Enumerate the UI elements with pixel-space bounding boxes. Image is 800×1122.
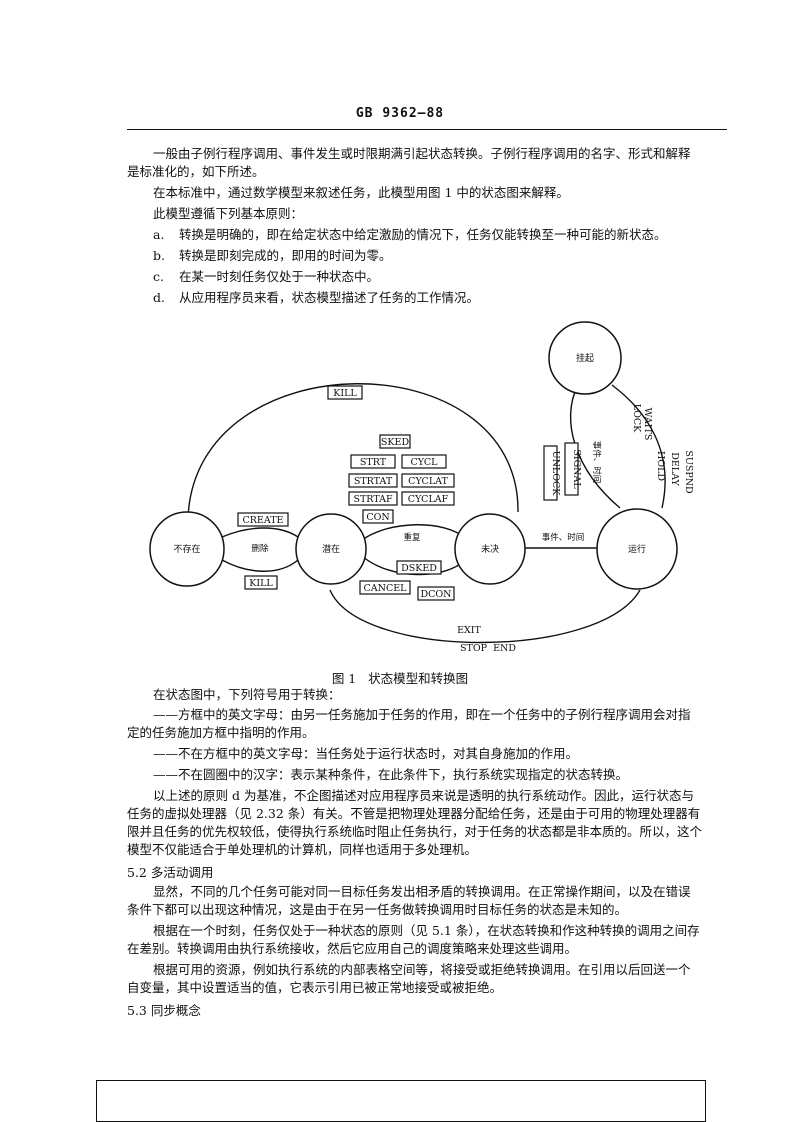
label-repeat: 重复: [403, 532, 421, 543]
label-con: CON: [366, 512, 389, 523]
legend-line: 定的任务施加方框中指明的作用。: [127, 725, 315, 740]
list-item: b. 转换是即刻完成的，即用的时间为零。: [127, 247, 756, 265]
legend-line: ——不在方框中的英文字母：当任务处于运行状态时，对其自身施加的作用。: [153, 746, 579, 761]
section-heading: 5.3 同步概念: [127, 1003, 201, 1018]
state-label: 潜在: [322, 543, 340, 555]
state-diagram: 不存在 潜在 未决 运行 挂起 KILL SKED STRT CYCL STRT…: [149, 321, 694, 654]
state-label: 挂起: [576, 352, 594, 364]
label-exit: EXIT: [457, 625, 481, 636]
label-delay: DELAY: [669, 452, 680, 486]
paragraph-line: 显然，不同的几个任务可能对同一目标任务发出相矛盾的转换调用。在正常操作期间，以及…: [153, 884, 691, 899]
label-sked: SKED: [381, 437, 410, 448]
label-hold: HOLD: [655, 451, 666, 481]
list-text: 从应用程序员来看，状态模型描述了任务的工作情况。: [179, 290, 480, 305]
list-marker: b.: [153, 248, 165, 263]
list-marker: d.: [153, 290, 165, 305]
label-event-time-vertical: 事件、时间: [591, 441, 602, 484]
state-nonexistent: [149, 511, 225, 587]
arc-suspend-up: [611, 384, 666, 509]
label-kill-bottom: KILL: [249, 578, 273, 589]
paragraph-line: 此模型遵循下列基本原则：: [153, 206, 304, 221]
state-running: [596, 508, 678, 590]
paragraph-line: 根据可用的资源，例如执行系统的内部表格空间等，将接受或拒绝转换调用。在引用以后回…: [153, 962, 691, 977]
list-marker: a.: [153, 227, 165, 242]
state-label: 未决: [481, 543, 499, 555]
list-text: 转换是即刻完成的，即用的时间为零。: [179, 248, 392, 263]
label-create: CREATE: [243, 515, 284, 526]
label-stop-end: STOP END: [460, 643, 516, 654]
paragraph-line: 在本标准中，通过数学模型来叙述任务，此模型用图 1 中的状态图来解释。: [153, 185, 569, 200]
state-suspended: [548, 321, 622, 395]
list-item: c. 在某一时刻任务仅处于一种状态中。: [127, 268, 756, 286]
label-cycl: CYCL: [411, 457, 439, 468]
list-marker: c.: [153, 269, 164, 284]
state-dormant: [295, 513, 367, 585]
arc-exit: [329, 589, 641, 644]
bottom-frame: [96, 1080, 706, 1122]
header-rule: [127, 129, 727, 130]
paragraph-line: 是标准化的，如下所述。: [127, 164, 265, 179]
paragraph-line: 根据在一个时刻，任务仅处于一种状态的原则（见 5.1 条），在状态转换和作这种转…: [153, 923, 700, 938]
label-kill-top: KILL: [333, 388, 357, 399]
label-cyclat: CYCLAT: [408, 476, 448, 487]
figure-caption: 图 1 状态模型和转换图: [331, 671, 469, 686]
label-event-time: 事件、时间: [542, 532, 585, 543]
list-item: d. 从应用程序员来看，状态模型描述了任务的工作情况。: [127, 289, 756, 307]
label-delete: 删除: [251, 543, 269, 554]
paragraph-line: 限并且任务的优先权较低，使得执行系统临时阻止任务执行，对于任务的状态都是非本质的…: [127, 824, 703, 839]
legend-line: ——方框中的英文字母：由另一任务施加于任务的作用，即在一个任务中的子例行程序调用…: [153, 707, 691, 722]
paragraph-line: 一般由子例行程序调用、事件发生或时限期满引起状态转换。子例行程序调用的名字、形式…: [153, 146, 691, 161]
state-ready: [454, 513, 526, 585]
list-text: 转换是明确的，即在给定状态中给定激励的情况下，任务仅能转换至一种可能的新状态。: [179, 227, 667, 242]
label-dsked: DSKED: [401, 563, 437, 574]
label-lock: LOCK: [631, 404, 642, 433]
legend-line: ——不在圆圈中的汉字：表示某种条件，在此条件下，执行系统实现指定的状态转换。: [153, 767, 629, 782]
label-cancel: CANCEL: [364, 583, 408, 594]
list-item: a. 转换是明确的，即在给定状态中给定激励的情况下，任务仅能转换至一种可能的新状态…: [127, 226, 756, 244]
label-signal: SIGNAL: [571, 449, 582, 489]
state-label: 不存在: [173, 543, 200, 555]
arc-kill-top: [187, 383, 519, 519]
paragraph-line: 条件下都可以出现这种情况，这是由于在另一任务做转换调用时目标任务的状态是未知的。: [127, 902, 628, 917]
label-suspnd: SUSPND: [683, 450, 694, 494]
label-strt: STRT: [360, 457, 387, 468]
label-unlock: UNLOCK: [550, 451, 561, 497]
label-strtaf: STRTAF: [353, 494, 393, 505]
paragraph-line: 任务的虚拟处理器（见 2.32 条）有关。不管是把物理处理器分配给任务，还是由于…: [127, 806, 701, 821]
label-strtat: STRTAT: [354, 476, 393, 487]
page-header: GB 9362—88: [355, 106, 445, 121]
label-cyclaf: CYCLAF: [408, 494, 449, 505]
paragraph-line: 模型不仅能适合于单处理机的计算机，同样也适用于多处理机。: [127, 842, 478, 857]
arc-repeat: [361, 524, 466, 541]
paragraph-line: 自变量，其中设置适当的值，它表示引用已被正常地接受或被拒绝。: [127, 980, 503, 995]
label-dcon: DCON: [421, 589, 452, 600]
paragraph-line: 以上述的原则 d 为基准，不企图描述对应用程序员来说是透明的执行系统动作。因此，…: [153, 788, 694, 803]
arc-create: [221, 527, 299, 538]
label-waits: WAITS: [642, 408, 653, 441]
arc-delete: [221, 559, 299, 572]
paragraph-line: 在状态图中，下列符号用于转换：: [153, 687, 341, 702]
paragraph-line: 在差别。转换调用由执行系统接收，然后它应用自己的调度策略来处理这些调用。: [127, 941, 578, 956]
list-text: 在某一时刻任务仅处于一种状态中。: [179, 269, 380, 284]
section-heading: 5.2 多活动调用: [127, 865, 214, 880]
state-label: 运行: [628, 543, 646, 555]
